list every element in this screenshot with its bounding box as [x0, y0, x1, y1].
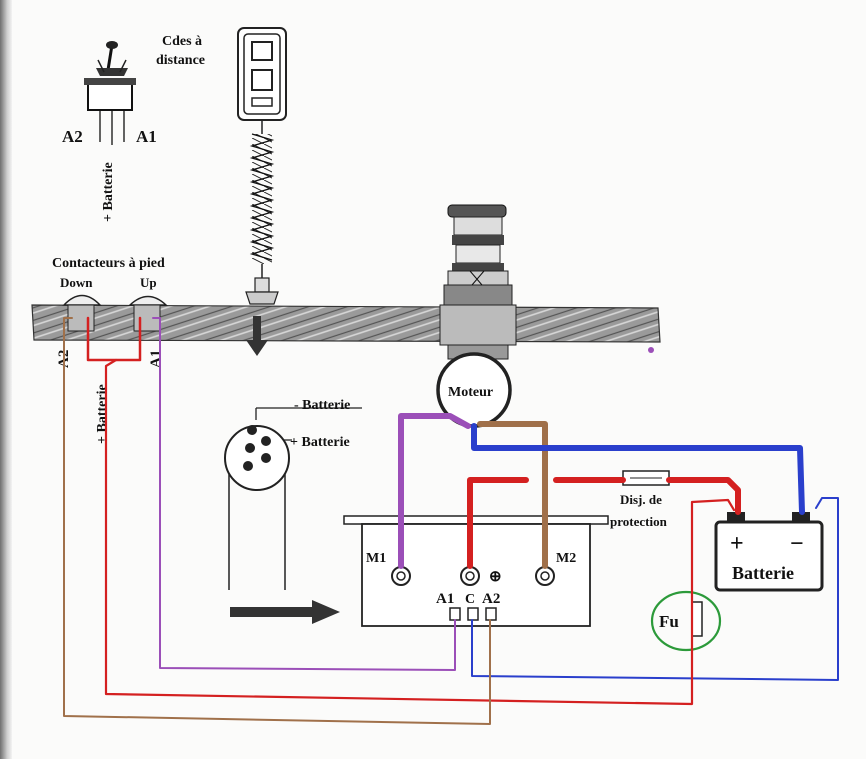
windlass-drum: [443, 204, 513, 310]
batt-minus-conn-label: - Batterie: [294, 398, 350, 413]
a1-left-label: A1: [148, 350, 164, 368]
relay-box: [343, 515, 609, 627]
fuse-label: Fu: [659, 612, 679, 631]
battery-minus-label: −: [790, 531, 804, 557]
deck: [31, 304, 661, 360]
up-label: Up: [140, 275, 157, 290]
breaker-label: Disj. de protection: [610, 492, 668, 529]
breaker: [622, 470, 670, 486]
down-label: Down: [60, 275, 93, 290]
down-arrow: [246, 316, 268, 356]
a1-top-label: A1: [136, 127, 157, 146]
m2-label: M2: [556, 551, 576, 566]
batt-plus-top-label: + Batterie: [101, 162, 116, 222]
plus-terminal-label: ⊕: [489, 569, 502, 585]
foot-switches-label: Contacteurs à pied: [52, 256, 165, 271]
battery: [714, 512, 824, 592]
scan-edge: [0, 0, 12, 759]
motor-label: Moteur: [448, 385, 493, 400]
wires: [63, 316, 839, 725]
m1-label: M1: [366, 551, 386, 566]
toggle-switch: [84, 41, 136, 145]
c-box-label: C: [465, 592, 475, 607]
a2-box-label: A2: [482, 591, 500, 607]
control-connector: [224, 407, 362, 590]
remote-handset: [237, 27, 287, 305]
remote-label: Cdes à distance: [156, 34, 206, 68]
batt-plus-conn-label: + Batterie: [290, 435, 350, 450]
foot-switches: [62, 294, 168, 332]
a1-box-label: A1: [436, 591, 454, 607]
battery-plus-label: +: [730, 531, 744, 557]
right-arrow: [230, 600, 340, 624]
a2-top-label: A2: [62, 127, 83, 146]
batt-plus-left-label: + Batterie: [95, 384, 110, 444]
battery-label: Batterie: [732, 563, 794, 583]
